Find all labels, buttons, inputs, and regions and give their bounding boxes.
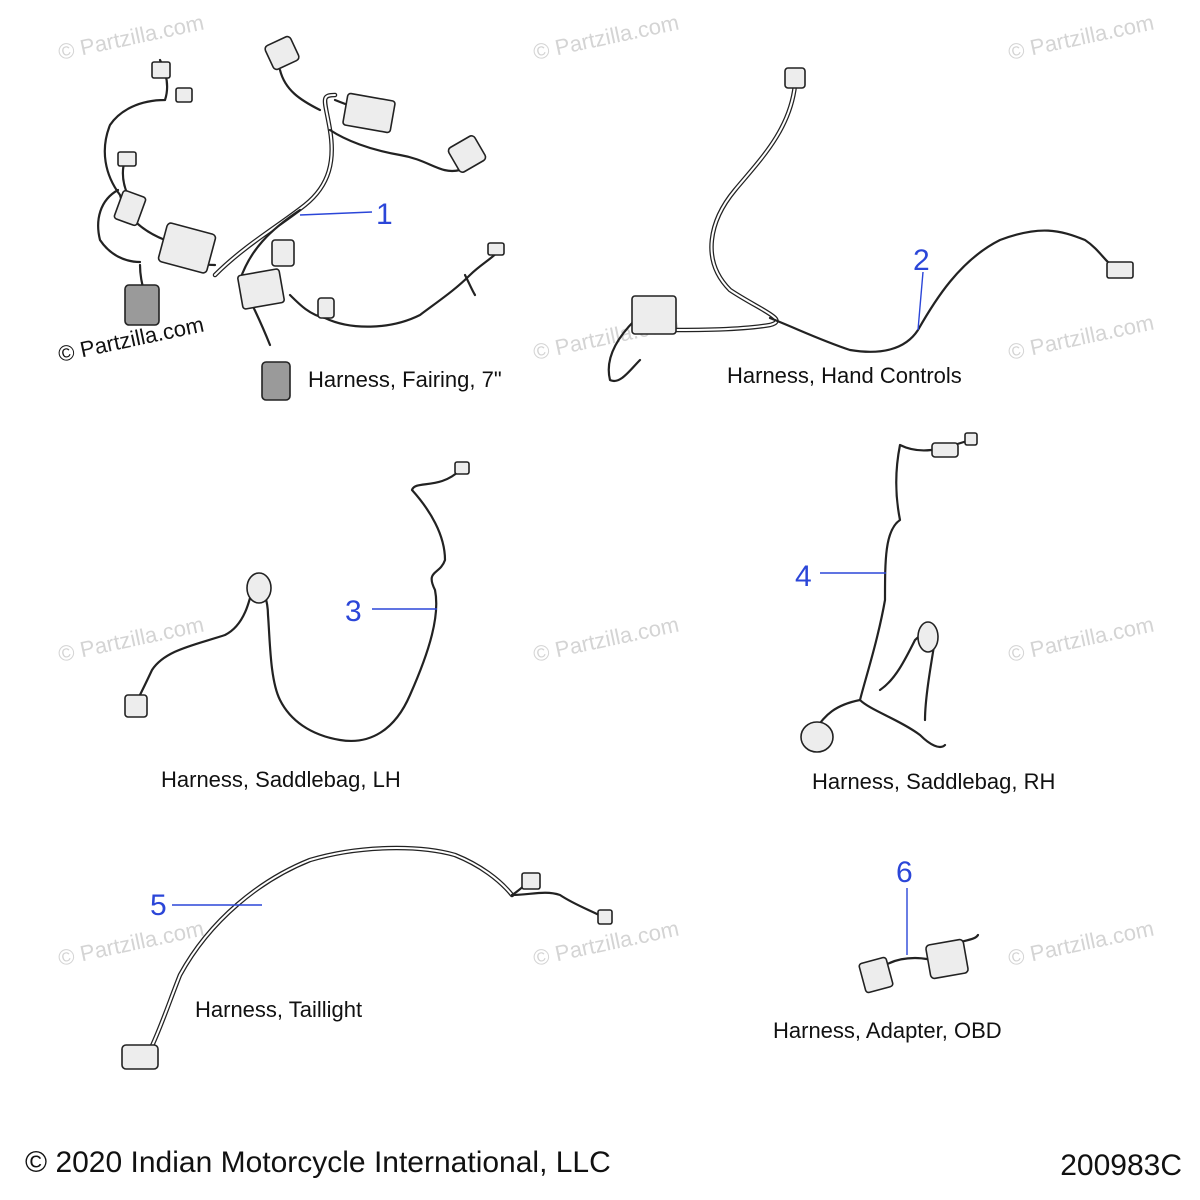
callout-number: 4 — [795, 560, 812, 593]
hand-controls-harness-drawing — [607, 67, 1134, 383]
part-label: Harness, Fairing, 7" — [308, 367, 502, 392]
watermarks: © Partzilla.com © Partzilla.com © Partzi… — [56, 10, 1156, 971]
watermark: © Partzilla.com — [531, 612, 681, 667]
callout-number: 3 — [345, 595, 362, 628]
watermark: © Partzilla.com — [56, 612, 206, 667]
obd-adapter-harness-drawing — [858, 888, 980, 994]
watermark: © Partzilla.com — [56, 916, 206, 971]
diagram-id: 200983C — [1060, 1149, 1182, 1182]
saddlebag-rh-harness-drawing — [800, 432, 978, 753]
part-label: Harness, Hand Controls — [727, 363, 962, 388]
callout-number: 2 — [913, 244, 930, 277]
watermark: © Partzilla.com — [1006, 612, 1156, 667]
callouts: 1 2 3 4 5 6 — [150, 198, 930, 922]
saddlebag-lh-harness-drawing — [124, 461, 470, 742]
callout-number: 6 — [896, 856, 913, 889]
copyright-notice: © 2020 Indian Motorcycle International, … — [25, 1146, 611, 1179]
callout-number: 1 — [376, 198, 393, 231]
part-label: Harness, Saddlebag, LH — [161, 767, 401, 792]
watermark: © Partzilla.com — [531, 10, 681, 65]
part-labels: Harness, Fairing, 7" Harness, Hand Contr… — [161, 363, 1055, 1043]
watermark: © Partzilla.com — [1006, 10, 1156, 65]
watermark: © Partzilla.com — [1006, 916, 1156, 971]
part-label: Harness, Adapter, OBD — [773, 1018, 1002, 1043]
taillight-harness-drawing — [121, 845, 613, 1070]
part-label: Harness, Taillight — [195, 997, 362, 1022]
part-label: Harness, Saddlebag, RH — [812, 769, 1055, 794]
callout-number: 5 — [150, 889, 167, 922]
watermark: © Partzilla.com — [1006, 310, 1156, 365]
fairing-harness-drawing — [97, 35, 505, 401]
watermark: © Partzilla.com — [56, 10, 206, 65]
